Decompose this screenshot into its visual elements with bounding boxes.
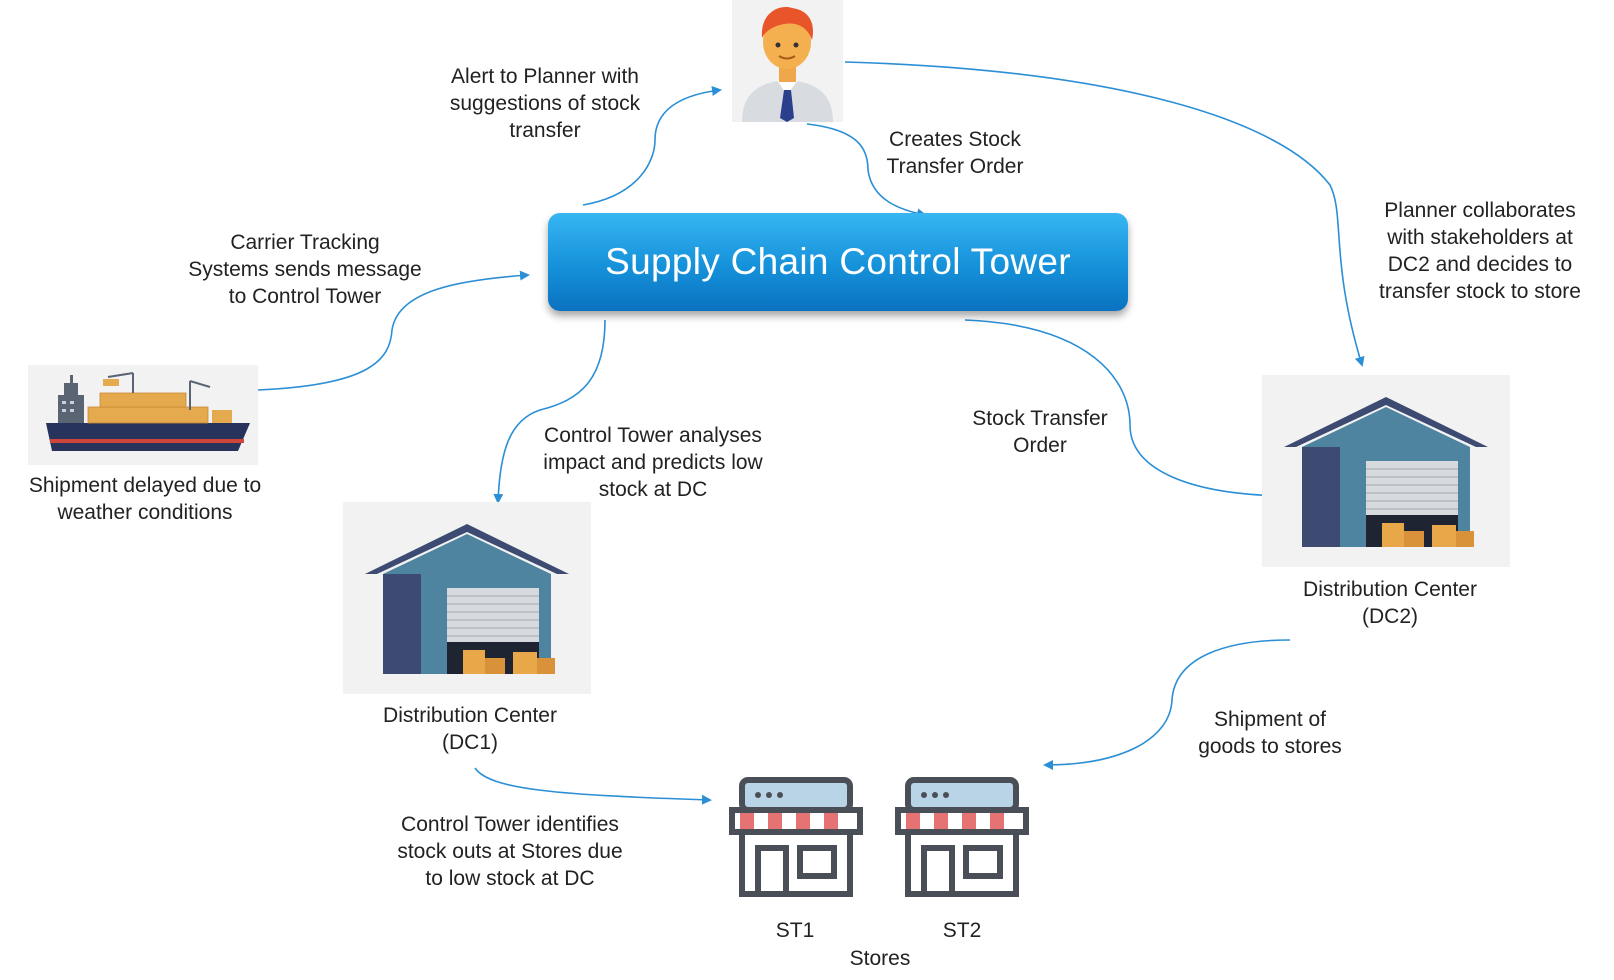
edge-label-alert: Alert to Planner with suggestions of sto… [449,65,641,142]
dc1-warehouse-icon [343,502,591,694]
edge-label-creates-sto: Creates Stock Transfer Order [886,128,1024,178]
edge-label-collaborates: Planner collaborates with stakeholders a… [1379,199,1581,303]
arrow-tower-to-dc2 [964,319,1290,501]
control-tower-title: Supply Chain Control Tower [605,241,1071,282]
control-tower-box: Supply Chain Control Tower [548,213,1128,311]
edge-label-identifies: Control Tower identifies stock outs at S… [397,813,623,890]
arrow-dc1-to-stores [474,767,712,805]
edge-label-shipment-goods: Shipment of goods to stores [1198,708,1342,758]
st2-label: ST2 [942,919,982,942]
arrow-tower-to-planner [582,86,722,206]
arrow-planner-to-dc2 [844,61,1365,367]
ship-icon [28,365,258,465]
arrow-tower-to-dc1 [493,319,606,504]
edge-label-sto: Stock Transfer Order [972,407,1108,457]
arrow-planner-to-tower [806,123,927,219]
edge-label-analyses: Control Tower analyses impact and predic… [543,424,763,501]
dc2-warehouse-icon [1262,375,1510,567]
st2-store-icon [888,766,1036,906]
planner-icon [732,0,843,122]
st1-label: ST1 [775,919,815,942]
arrow-dc2-to-stores [1043,639,1291,770]
edge-label-carrier: Carrier Tracking Systems sends message t… [188,231,422,308]
stores-label: Stores [849,947,911,970]
dc2-label: Distribution Center (DC2) [1303,578,1477,628]
st1-store-icon [722,766,870,906]
dc1-label: Distribution Center (DC1) [383,704,557,754]
arrow-ship-to-tower [257,270,530,391]
ship-label: Shipment delayed due to weather conditio… [28,474,262,524]
